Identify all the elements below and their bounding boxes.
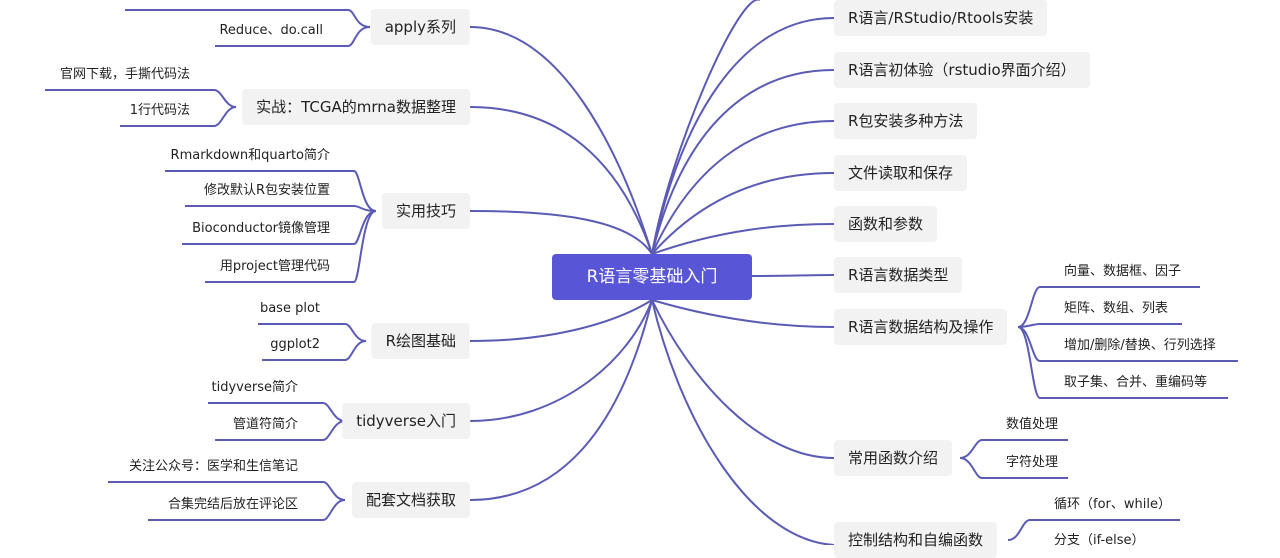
leaf-follow-account[interactable]: 关注公众号：医学和生信笔记 [128,459,298,474]
node-data-types[interactable]: R语言数据类型 [834,257,963,293]
leaf-vector-df-factor[interactable]: 向量、数据框、因子 [1064,264,1182,279]
leaf-lib-location[interactable]: 修改默认R包安装位置 [203,183,330,198]
node-apply[interactable]: apply系列 [370,9,470,45]
node-first-experience[interactable]: R语言初体验（rstudio界面介绍） [834,52,1090,88]
leaf-tcga-manual[interactable]: 官网下载，手撕代码法 [59,67,190,82]
leaf-tidyverse-intro[interactable]: tidyverse简介 [211,380,298,395]
leaf-ggplot2[interactable]: ggplot2 [270,337,320,352]
node-file-io[interactable]: 文件读取和保存 [834,155,968,191]
leaf-loop[interactable]: 循环（for、while） [1054,497,1171,512]
leaf-bioconductor[interactable]: Bioconductor镜像管理 [192,221,330,236]
node-install[interactable]: R语言/RStudio/Rtools安装 [834,0,1048,36]
leaf-reduce[interactable]: Reduce、do.call [219,23,323,38]
leaf-add-delete-replace[interactable]: 增加/删除/替换、行列选择 [1064,338,1216,353]
node-tcga-practice[interactable]: 实战：TCGA的mrna数据整理 [242,89,470,125]
node-control-structures[interactable]: 控制结构和自编函数 [834,522,998,558]
leaf-numeric[interactable]: 数值处理 [1006,417,1059,432]
node-data-structures[interactable]: R语言数据结构及操作 [834,309,1008,345]
node-plot-basics[interactable]: R绘图基础 [371,323,470,359]
leaf-pipe-intro[interactable]: 管道符简介 [232,417,298,432]
connector-lines [45,0,1238,545]
node-tidyverse[interactable]: tidyverse入门 [342,403,470,439]
node-functions-args[interactable]: 函数和参数 [834,206,938,242]
node-package-install[interactable]: R包安装多种方法 [834,103,978,139]
node-common-functions[interactable]: 常用函数介绍 [834,440,953,476]
leaf-base-plot[interactable]: base plot [259,301,320,316]
leaf-branch[interactable]: 分支（if-else） [1054,533,1145,548]
node-docs[interactable]: 配套文档获取 [351,482,470,518]
leaf-matrix-array-list[interactable]: 矩阵、数组、列表 [1064,301,1169,316]
leaf-comments[interactable]: 合集完结后放在评论区 [167,497,298,512]
leaf-string[interactable]: 字符处理 [1006,455,1059,470]
leaf-rmarkdown[interactable]: Rmarkdown和quarto简介 [170,148,330,163]
leaf-tcga-oneline[interactable]: 1行代码法 [129,103,190,118]
leaf-subset-merge[interactable]: 取子集、合并、重编码等 [1064,375,1208,390]
node-tips[interactable]: 实用技巧 [381,193,470,229]
root-node[interactable]: R语言零基础入门 [552,254,752,300]
leaf-project[interactable]: 用project管理代码 [219,259,330,274]
